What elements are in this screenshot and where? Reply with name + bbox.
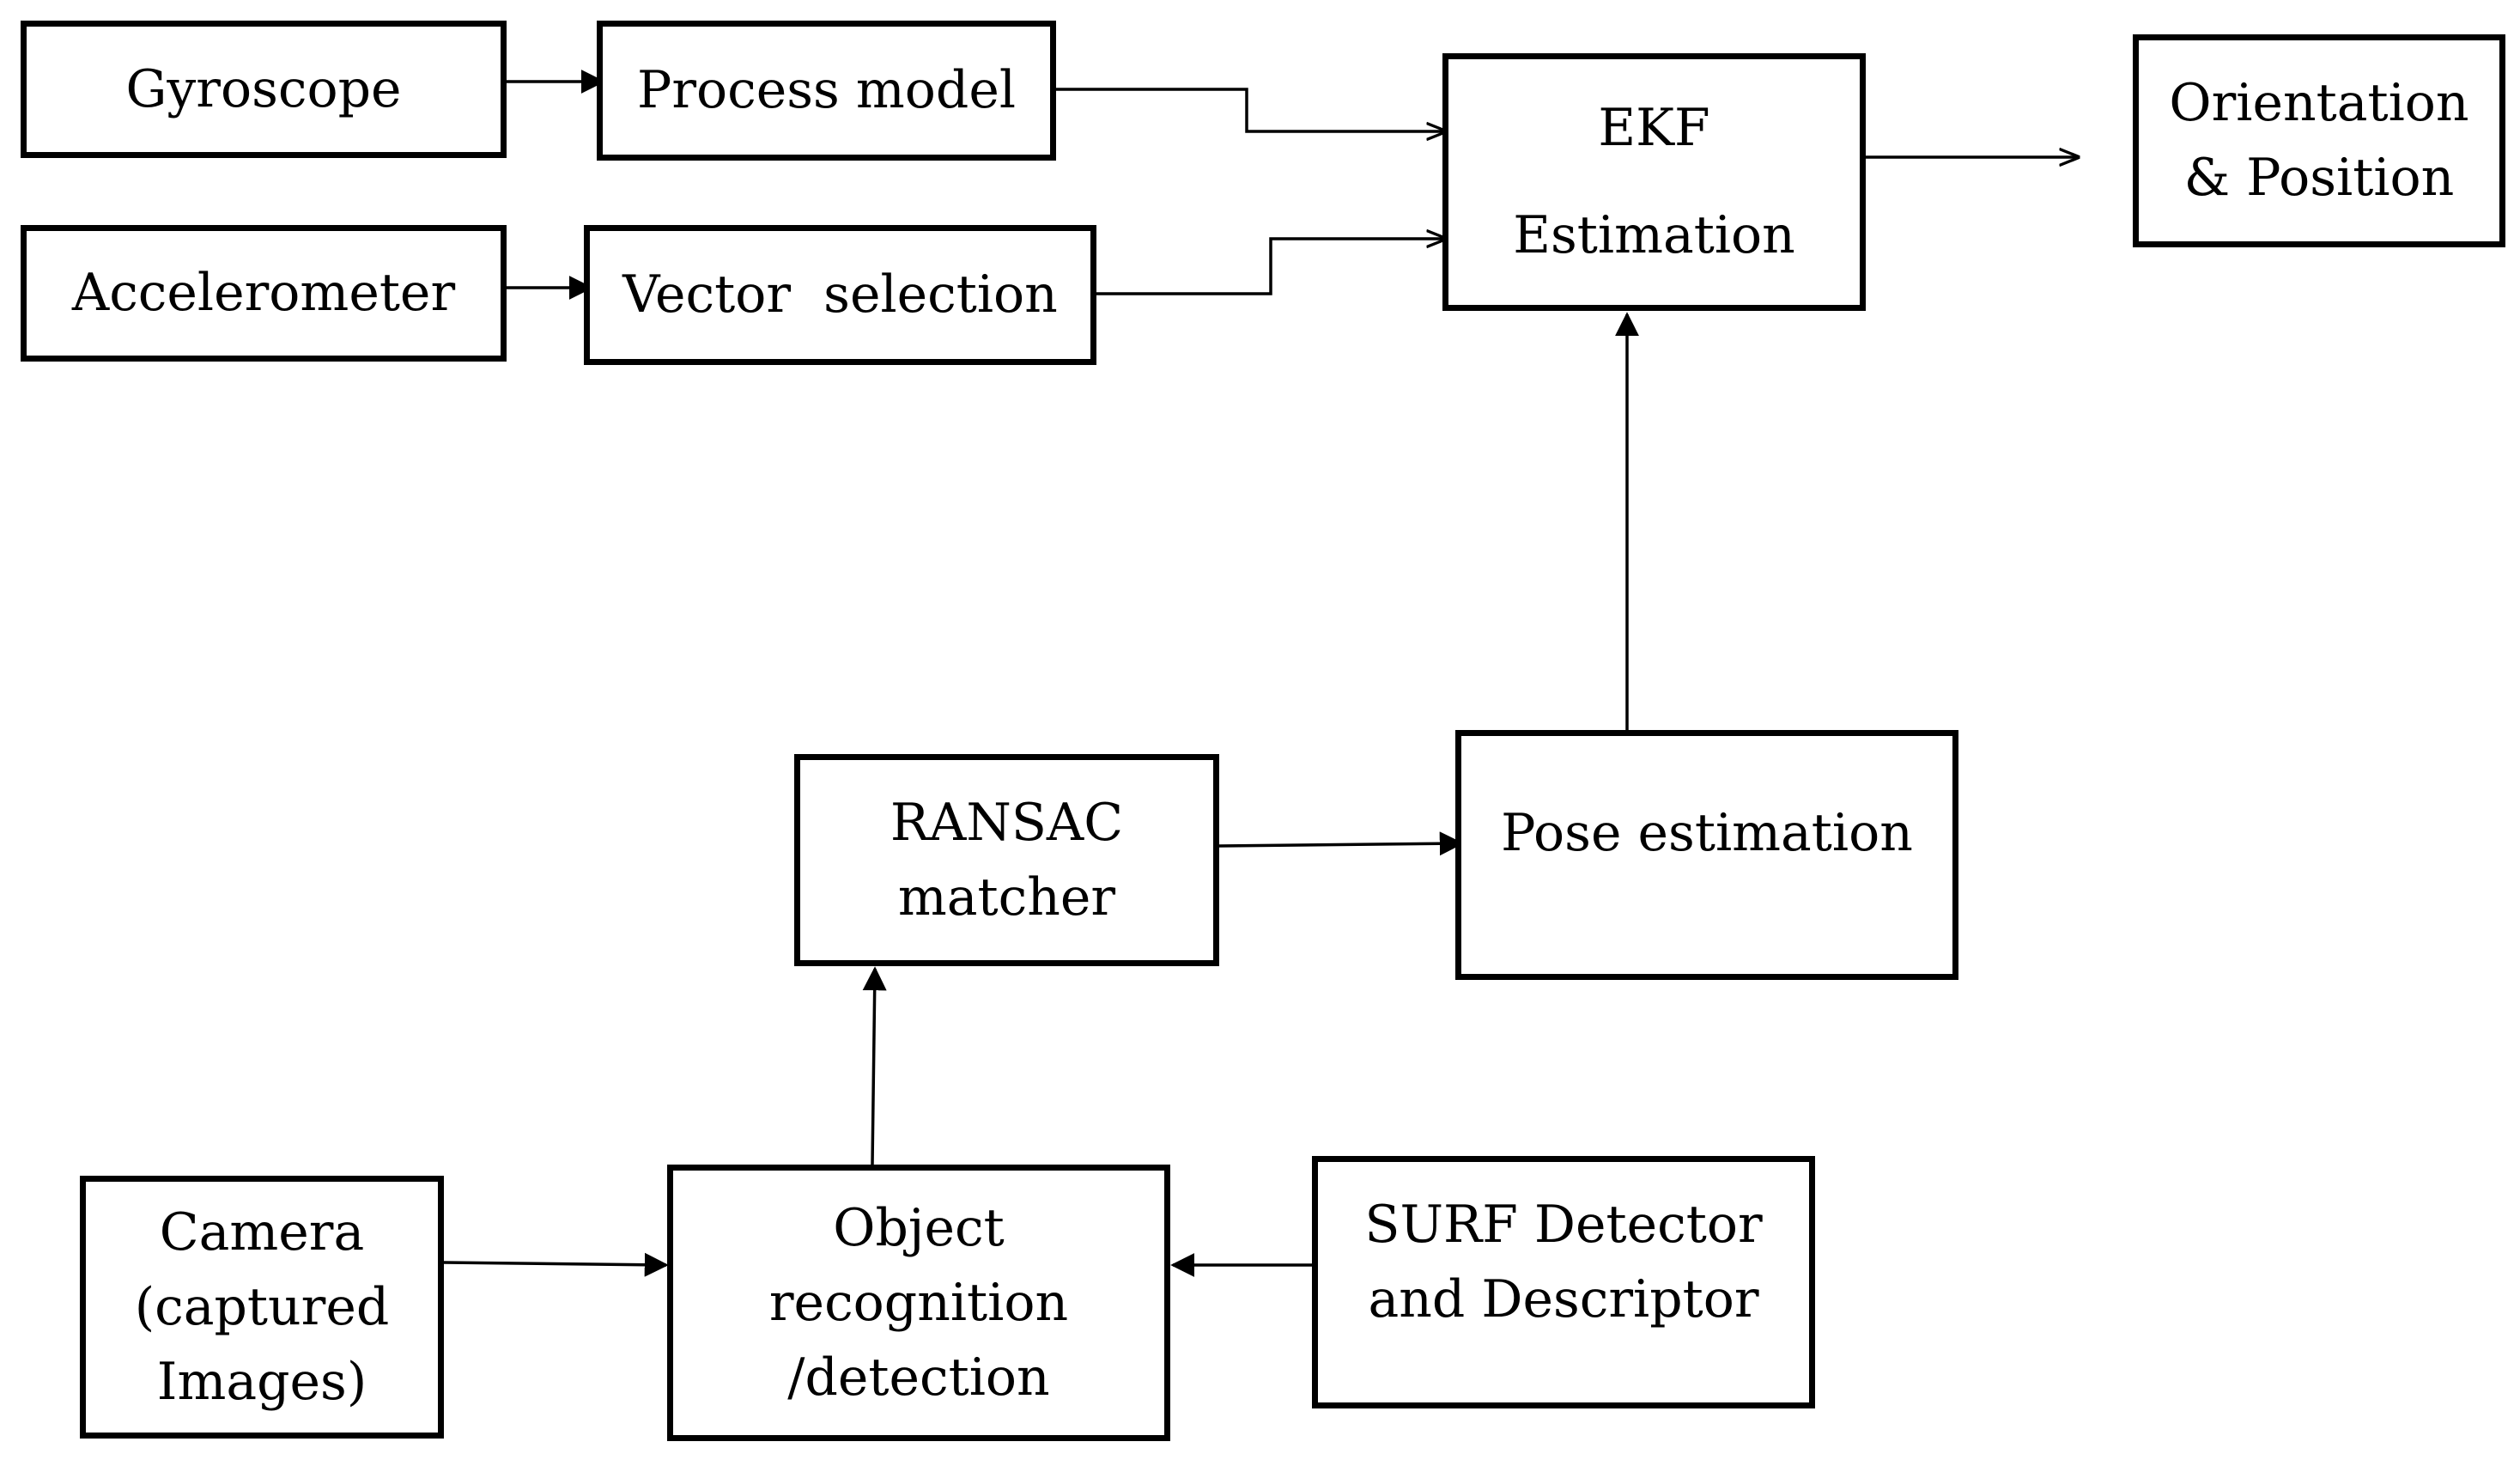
arrow-object-recognition-to-ransac <box>862 966 887 1165</box>
process-model-block: Process model <box>597 21 1056 161</box>
surf-detector-label: SURF Detector <box>1364 1195 1763 1255</box>
gyroscope-label: Gyroscope <box>125 58 402 119</box>
object-label: Object <box>833 1197 1005 1258</box>
arrow-camera-to-object-recognition <box>443 1252 669 1277</box>
arrow-ransac-to-pose-estimation <box>1218 831 1464 856</box>
ransac-label: RANSAC <box>890 792 1124 853</box>
ekf-estimation-block: EKF Estimation <box>1442 53 1866 311</box>
camera-block: Camera (captured Images) <box>80 1176 444 1439</box>
matcher-label: matcher <box>897 867 1116 928</box>
surf-detector-block: SURF Detector and Descriptor <box>1312 1156 1815 1408</box>
camera-label: Camera <box>159 1201 365 1262</box>
accelerometer-label: Accelerometer <box>71 263 456 323</box>
vector-selection-block: Vector selection <box>584 225 1096 365</box>
arrow-vector-selection-to-ekf <box>1096 239 1445 295</box>
detection-label: /detection <box>787 1347 1050 1408</box>
descriptor-label: and Descriptor <box>1368 1269 1759 1329</box>
ekf-label: EKF <box>1598 98 1710 159</box>
ransac-matcher-block: RANSAC matcher <box>794 754 1219 966</box>
pose-estimation-block: Pose estimation <box>1455 730 1958 980</box>
images-label: Images) <box>156 1351 367 1412</box>
position-label: & Position <box>2183 148 2455 208</box>
orientation-label: Orientation <box>2169 73 2469 133</box>
captured-label: (captured <box>134 1276 390 1337</box>
object-recognition-block: Object recognition /detection <box>667 1165 1170 1441</box>
process-model-label: Process model <box>636 60 1017 120</box>
recognition-label: recognition <box>768 1272 1069 1333</box>
pose-estimation-label: Pose estimation <box>1501 803 1913 863</box>
vector-selection-label: Vector selection <box>622 265 1058 325</box>
accelerometer-block: Accelerometer <box>21 225 507 362</box>
gyroscope-block: Gyroscope <box>21 21 507 158</box>
orientation-position-block: Orientation & Position <box>2133 34 2505 247</box>
arrow-process-model-to-ekf <box>1056 88 1445 131</box>
ekf-estimation-label: Estimation <box>1513 204 1795 265</box>
